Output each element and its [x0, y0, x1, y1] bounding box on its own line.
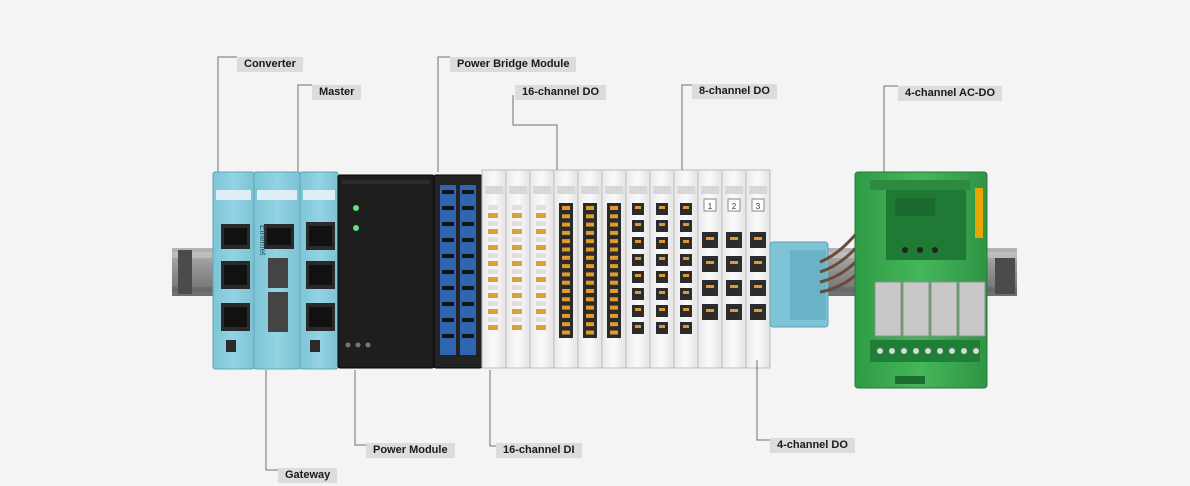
io-module — [625, 169, 651, 369]
converter-module — [212, 171, 255, 370]
io-module — [673, 169, 699, 369]
leader-power-module — [354, 370, 366, 446]
status-led-2 — [353, 225, 359, 231]
io-module — [553, 169, 579, 369]
label-converter: Converter — [237, 57, 303, 72]
ethernet-label: Ethernet — [258, 225, 267, 256]
power-module — [337, 174, 435, 369]
io-module — [649, 169, 675, 369]
leader-lines — [217, 56, 898, 471]
io-module — [505, 169, 531, 369]
channel-number: 3 — [756, 202, 761, 211]
io-module: 1 — [697, 169, 723, 369]
label-power-bridge-module: Power Bridge Module — [450, 57, 577, 72]
channel-number: 1 — [708, 202, 713, 211]
io-module — [529, 169, 555, 369]
io-module — [481, 169, 507, 369]
leader-master — [297, 84, 312, 172]
leader-4ch-do — [756, 360, 770, 441]
io-module — [577, 169, 603, 369]
channel-number: 2 — [732, 202, 737, 211]
leader-converter — [217, 56, 237, 172]
leader-8ch-do — [681, 84, 692, 170]
label-master: Master — [312, 85, 362, 100]
label-power-module: Power Module — [366, 443, 455, 458]
label-4ch-ac-do: 4-channel AC-DO — [898, 86, 1003, 101]
ac-do-board — [854, 171, 988, 389]
master-module — [299, 171, 339, 370]
label-8ch-do: 8-channel DO — [692, 84, 777, 99]
leader-gateway — [265, 370, 278, 471]
status-led-1 — [353, 205, 359, 211]
leader-4ch-ac-do — [883, 85, 898, 172]
label-gateway: Gateway — [278, 468, 338, 483]
leader-16ch-do — [512, 95, 558, 170]
gateway-module: Ethernet — [253, 171, 301, 370]
io-module — [601, 169, 627, 369]
io-module: 2 — [721, 169, 747, 369]
label-16ch-do-top: 16-channel DO — [515, 85, 607, 100]
leader-16ch-di — [489, 370, 496, 447]
io-module: 3 — [745, 169, 771, 369]
leader-power-bridge — [437, 56, 450, 172]
label-16ch-di: 16-channel DI — [496, 443, 582, 458]
io-modules: 1 2 3 — [481, 169, 771, 369]
label-4ch-do: 4-channel DO — [770, 438, 855, 453]
power-bridge-module — [433, 174, 483, 369]
